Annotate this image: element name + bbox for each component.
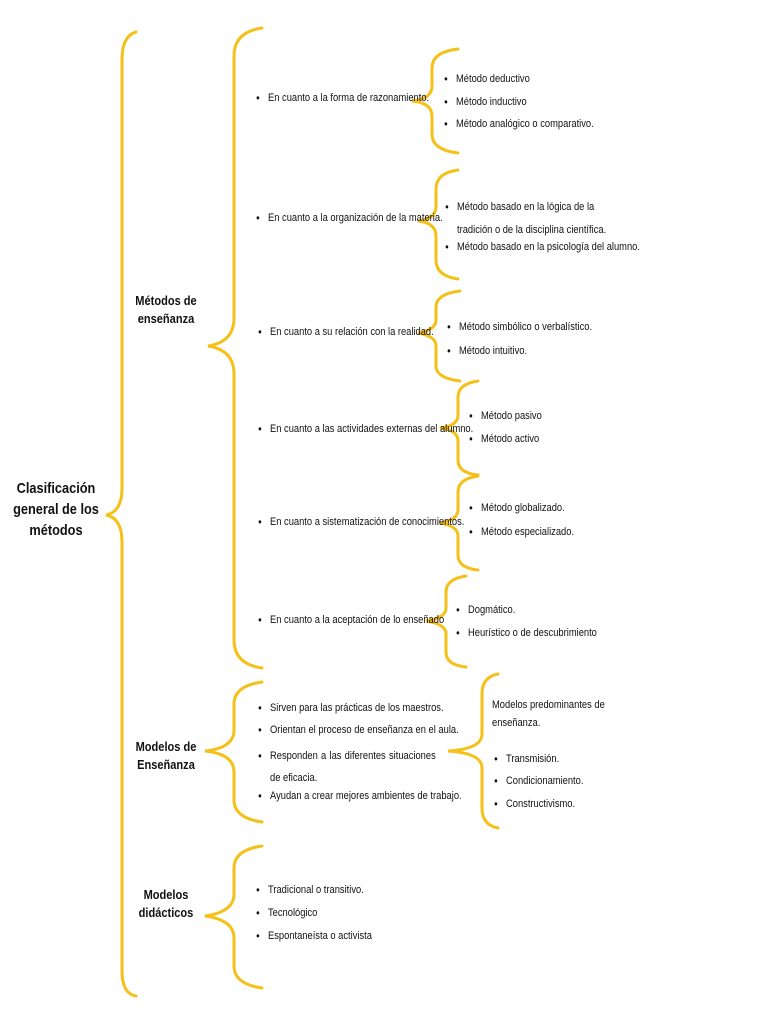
brace-predominant (447, 672, 500, 830)
method-item: Método inductivo (444, 96, 527, 109)
criterion-label: En cuanto a sistematización de conocimie… (258, 516, 464, 529)
method-item: Método activo (469, 433, 539, 446)
predominant-item: Transmisión. (494, 753, 559, 766)
method-item: Método globalizado. (469, 502, 565, 515)
didactic-item: Espontaneísta o activista (256, 930, 372, 943)
criterion-label: En cuanto a su relación con la realidad. (258, 326, 434, 339)
predominant-title: Modelos predominantes de enseñanza. (492, 699, 605, 729)
section-title-modelos-didacticos: Modelos didácticos (138, 887, 194, 920)
method-item: Método pasivo (469, 410, 542, 423)
method-item: Método intuitivo. (447, 345, 527, 358)
method-item: Método especializado. (469, 526, 574, 539)
method-item: Método basado en la psicología del alumn… (445, 241, 640, 254)
brace-root (105, 30, 138, 998)
section-title-metodos: Métodos de enseñanza (135, 293, 197, 326)
criterion-label: En cuanto a la organización de la materi… (256, 212, 443, 225)
brace-modelos-ensenanza (204, 680, 264, 824)
predominant-item: Constructivismo. (494, 798, 575, 811)
criterion-label: En cuanto a la forma de razonamiento. (256, 92, 429, 105)
criterion-label: En cuanto a la aceptación de lo enseñado (258, 614, 444, 627)
criterion-label: En cuanto a las actividades externas del… (258, 423, 473, 436)
didactic-item: Tradicional o transitivo. (256, 884, 364, 897)
root-title: Clasificación general de los métodos (13, 480, 99, 539)
predominant-item: Condicionamiento. (494, 775, 583, 788)
method-item: Método basado en la lógica de la tradici… (445, 196, 627, 242)
section-title-modelos-ensenanza: Modelos de Enseñanza (135, 739, 197, 772)
brace-metodos (207, 26, 264, 670)
method-item: Método deductivo (444, 73, 530, 86)
method-item: Dogmático. (456, 604, 515, 617)
method-item: Método analógico o comparativo. (444, 118, 594, 131)
brace-modelos-didacticos (204, 844, 264, 990)
model-point: Orientan el proceso de enseñanza en el a… (258, 724, 459, 737)
method-item: Heurístico o de descubrimiento (456, 627, 597, 640)
didactic-item: Tecnológico (256, 907, 317, 920)
model-point: Responden a las diferentes situaciones d… (258, 745, 436, 789)
method-item: Método simbólico o verbalístico. (447, 321, 592, 334)
model-point: Sirven para las prácticas de los maestro… (258, 702, 443, 715)
model-point: Ayudan a crear mejores ambientes de trab… (258, 790, 462, 803)
